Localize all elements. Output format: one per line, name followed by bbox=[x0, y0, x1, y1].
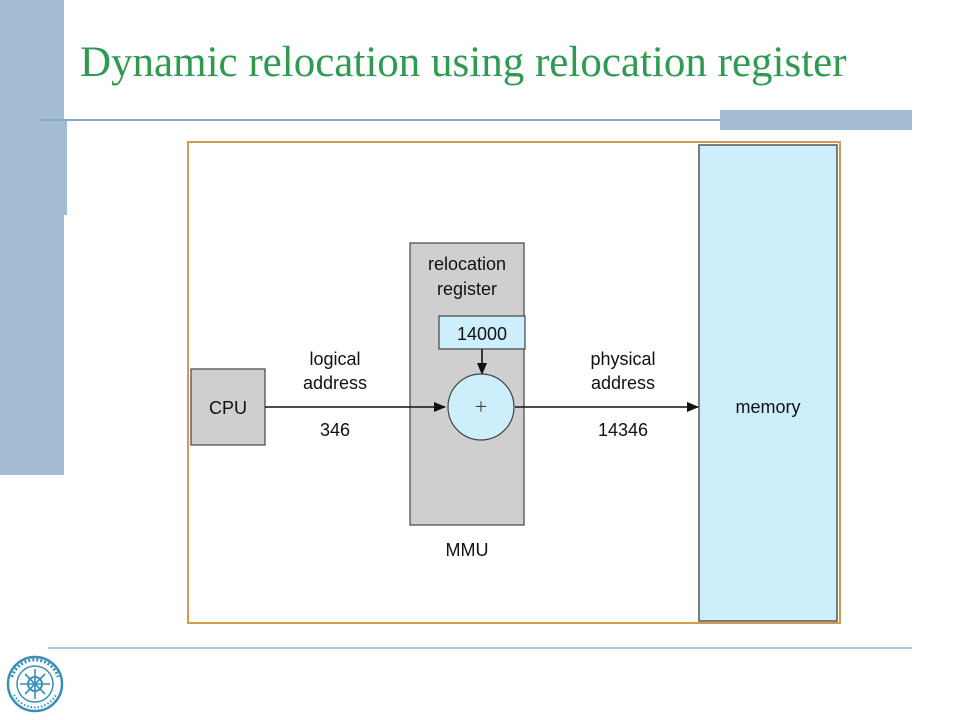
diagram-frame: memory relocation register 14000 MMU CPU… bbox=[187, 141, 841, 624]
logical-address-label-line2: address bbox=[303, 373, 367, 393]
logical-address-value: 346 bbox=[320, 420, 350, 440]
physical-address-label-line1: physical bbox=[590, 349, 655, 369]
memory-box bbox=[698, 144, 838, 622]
relocation-diagram: memory relocation register 14000 MMU CPU… bbox=[190, 144, 838, 622]
left-sidebar-accent bbox=[64, 120, 67, 215]
relocation-register-label-line2: register bbox=[437, 279, 497, 299]
title-underline bbox=[40, 119, 912, 121]
logical-address-label-line1: logical bbox=[309, 349, 360, 369]
left-sidebar-bar bbox=[0, 0, 64, 475]
physical-address-value: 14346 bbox=[598, 420, 648, 440]
relocation-register-value: 14000 bbox=[457, 324, 507, 344]
footer-divider bbox=[48, 647, 912, 649]
cpu-label: CPU bbox=[209, 398, 247, 418]
adder-plus-icon: + bbox=[475, 394, 487, 419]
university-seal-icon bbox=[6, 655, 64, 713]
physical-address-label-line2: address bbox=[591, 373, 655, 393]
relocation-register-box bbox=[438, 315, 526, 350]
title-underline-accent bbox=[720, 110, 912, 130]
adder-circle bbox=[447, 373, 515, 441]
relocation-register-label-line1: relocation bbox=[428, 254, 506, 274]
slide-title: Dynamic relocation using relocation regi… bbox=[80, 39, 847, 86]
memory-label: memory bbox=[735, 397, 800, 417]
mmu-label: MMU bbox=[446, 540, 489, 560]
